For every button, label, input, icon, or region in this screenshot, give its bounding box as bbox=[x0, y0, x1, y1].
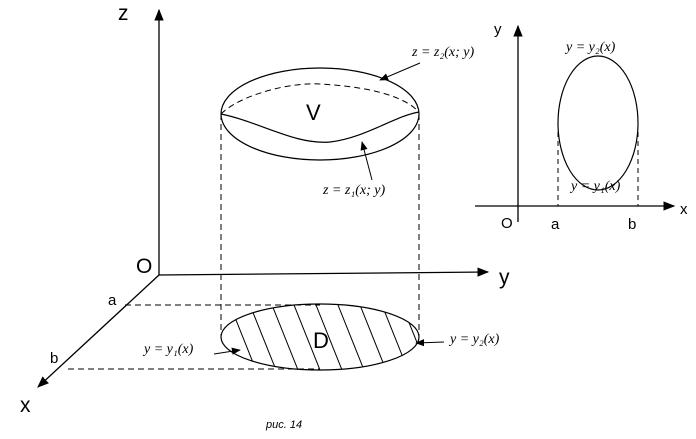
point-b-label: b bbox=[50, 350, 58, 367]
z1-pointer-arrow bbox=[360, 141, 373, 181]
y-axis bbox=[158, 267, 490, 277]
point-a-label: a bbox=[108, 292, 117, 309]
inset-point-a-label: a bbox=[551, 216, 560, 233]
inset-origin-label: O bbox=[501, 215, 513, 232]
x-axis bbox=[37, 274, 160, 388]
upper-surface-dashed bbox=[220, 83, 420, 115]
region-d-label: D bbox=[313, 328, 329, 353]
y1-pointer-arrow bbox=[213, 347, 241, 355]
z1-surface-label: z = z₁(x; y) bbox=[322, 183, 385, 198]
lower-surface-curve bbox=[220, 111, 420, 143]
figure-caption: рис. 14 bbox=[265, 419, 302, 431]
inset-region-boundary bbox=[557, 55, 639, 191]
y2-pointer-arrow bbox=[415, 339, 445, 347]
y2-boundary-label: y = y₂(x) bbox=[448, 332, 500, 347]
inset-x-axis-label: x bbox=[680, 201, 688, 218]
y-axis-label: y bbox=[499, 266, 510, 289]
z2-surface-label: z = z₂(x; y) bbox=[411, 45, 474, 60]
inset-y1-label: y = y₁(x) bbox=[569, 179, 621, 194]
inset-y-axis-label: y bbox=[494, 21, 502, 38]
inset-point-b-label: b bbox=[628, 216, 636, 233]
x-axis-label: x bbox=[20, 394, 31, 417]
origin-label: O bbox=[136, 255, 152, 278]
z-axis-label: z bbox=[118, 2, 129, 25]
inset-y2-label: y = y₂(x) bbox=[564, 40, 616, 55]
region-v-label: V bbox=[306, 100, 321, 125]
z2-pointer-arrow bbox=[379, 62, 421, 81]
y1-boundary-label: y = y₁(x) bbox=[142, 342, 194, 357]
